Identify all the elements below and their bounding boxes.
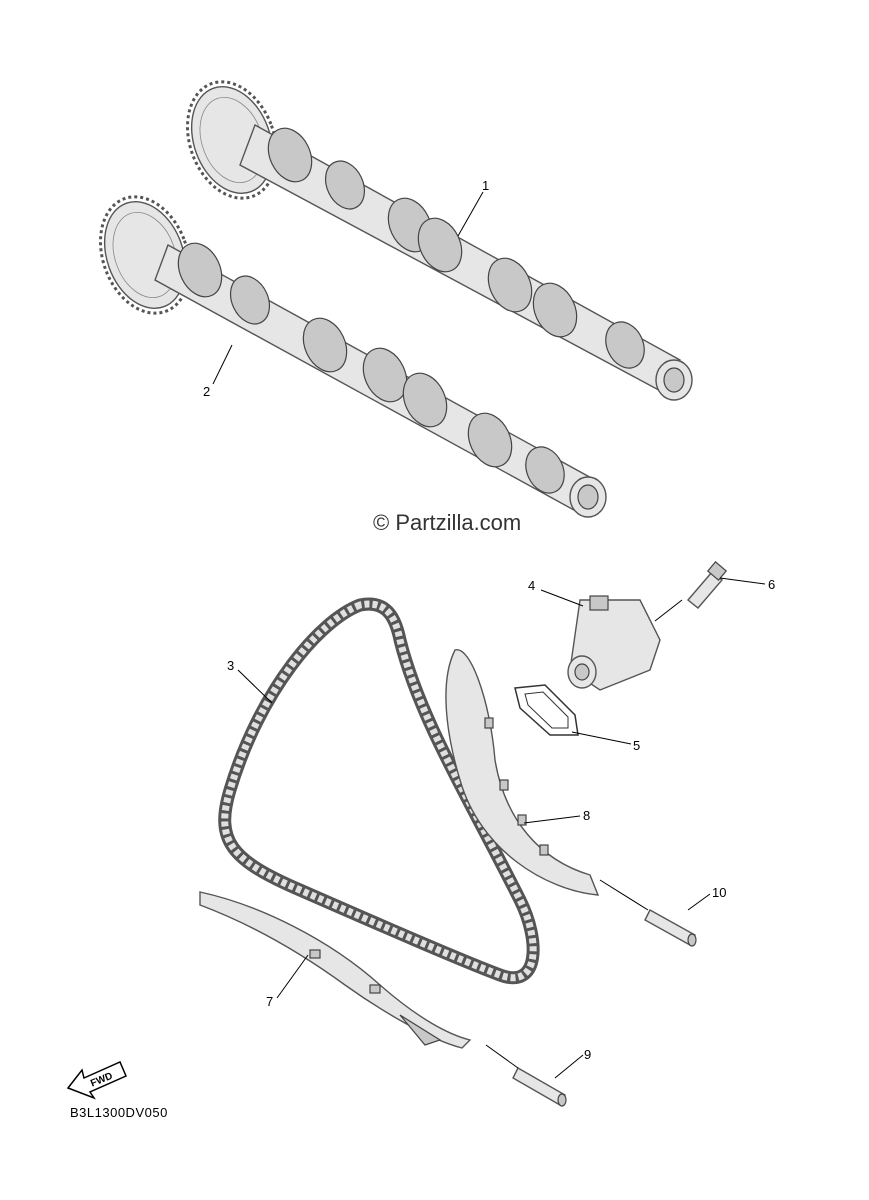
chain-guide-8 bbox=[445, 649, 600, 896]
callout-1: 1 bbox=[482, 178, 489, 193]
pin-9 bbox=[512, 1067, 567, 1107]
callout-9: 9 bbox=[584, 1047, 591, 1062]
fwd-arrow-icon: FWD bbox=[66, 1061, 127, 1100]
callout-10: 10 bbox=[712, 885, 726, 900]
camshaft-1-sprocket-teeth bbox=[186, 80, 278, 200]
camshaft-1 bbox=[186, 80, 693, 401]
callout-5: 5 bbox=[633, 738, 640, 753]
chain-guide-7 bbox=[199, 891, 472, 1049]
leader-lines bbox=[212, 191, 766, 1079]
camshaft-2-sprocket-teeth bbox=[99, 195, 191, 315]
callout-7: 7 bbox=[266, 994, 273, 1009]
callout-4: 4 bbox=[528, 578, 535, 593]
callout-8: 8 bbox=[583, 808, 590, 823]
camshaft-2 bbox=[99, 195, 607, 518]
pin-10 bbox=[644, 909, 697, 947]
tensioner-gasket bbox=[514, 684, 579, 736]
callout-3: 3 bbox=[227, 658, 234, 673]
timing-chain bbox=[218, 597, 540, 984]
callout-6: 6 bbox=[768, 577, 775, 592]
watermark: © Partzilla.com bbox=[373, 510, 521, 535]
bolt-6 bbox=[686, 561, 728, 609]
callout-2: 2 bbox=[203, 384, 210, 399]
diagram-code: B3L1300DV050 bbox=[70, 1105, 168, 1120]
chain-tensioner bbox=[567, 595, 661, 691]
